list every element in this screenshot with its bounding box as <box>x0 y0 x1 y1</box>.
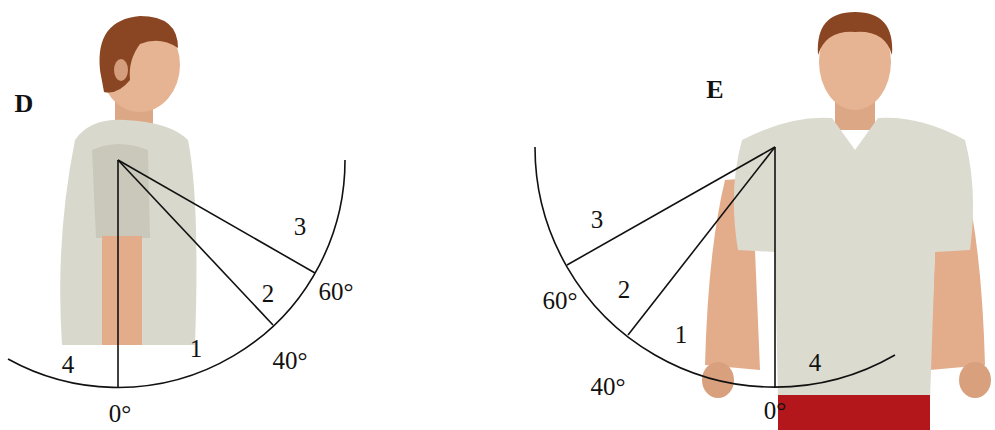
angle-label: 40° <box>273 348 308 373</box>
zone-number: 1 <box>190 336 203 361</box>
angle-label: 60° <box>319 279 354 304</box>
zone-number: 3 <box>591 207 604 232</box>
zone-number: 1 <box>675 322 688 347</box>
angle-lines-d <box>8 160 345 387</box>
zone-number: 2 <box>618 277 631 302</box>
panel-letter: D <box>15 91 34 117</box>
side-view-person <box>60 16 196 345</box>
zone-number: 4 <box>62 352 75 377</box>
angle-label: 40° <box>591 374 626 399</box>
angle-label: 0° <box>764 398 787 423</box>
front-view-person <box>702 12 991 430</box>
zone-number: 3 <box>294 214 307 239</box>
zone-number: 4 <box>809 350 822 375</box>
angle-label: 60° <box>543 288 578 313</box>
panel-letter: E <box>706 77 723 103</box>
zone-number: 2 <box>262 281 275 306</box>
angle-lines-e <box>535 147 895 387</box>
angle-label: 0° <box>109 401 132 426</box>
